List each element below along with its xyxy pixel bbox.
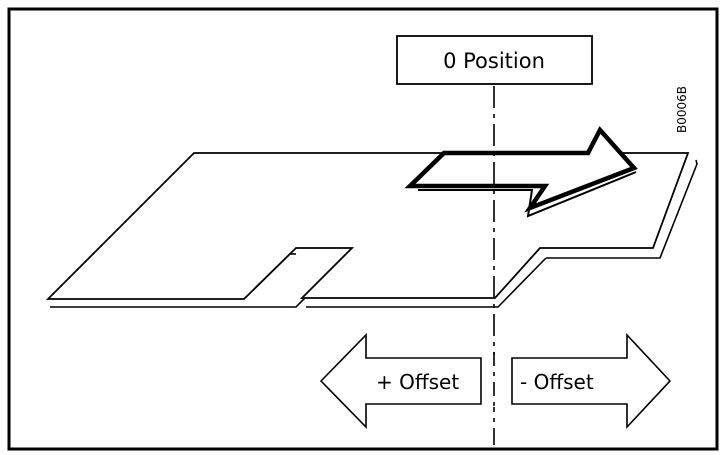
divider-gap xyxy=(486,355,502,407)
plus-offset-arrow: + Offset xyxy=(319,333,482,429)
minus-offset-arrow: - Offset xyxy=(511,332,672,430)
minus-offset-arrow-shape xyxy=(511,332,672,430)
zero-position-label: 0 Position xyxy=(396,35,593,85)
movement-arrow-shadow xyxy=(418,171,637,218)
figure-frame xyxy=(7,7,719,451)
movement-arrow xyxy=(404,126,638,218)
sheet-edge-bottom-right xyxy=(306,257,547,308)
plus-offset-text: + Offset xyxy=(376,370,459,394)
minus-offset-text: - Offset xyxy=(520,370,594,394)
zero-position-box xyxy=(396,35,593,85)
zero-position-text: 0 Position xyxy=(443,49,545,73)
figure-code: B0006B xyxy=(675,86,689,133)
movement-arrow-shape xyxy=(404,126,638,213)
plus-offset-arrow-shape xyxy=(319,333,482,429)
sheet-edge-right xyxy=(546,159,698,259)
